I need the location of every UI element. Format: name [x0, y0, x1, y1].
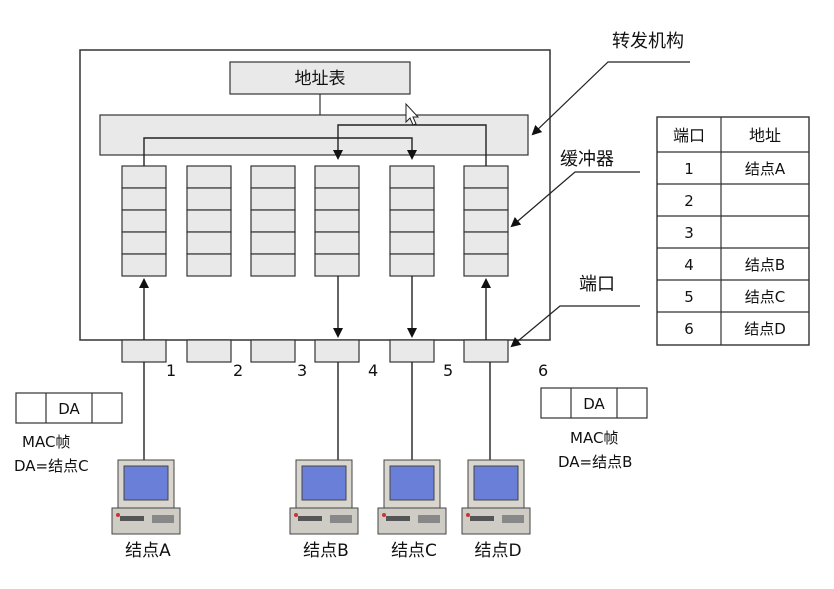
port-6 — [463, 339, 509, 363]
buffer-label: 缓冲器 — [560, 149, 614, 170]
port-leader — [510, 305, 640, 348]
forwarding-paths — [143, 124, 487, 166]
forwarding-mechanism-box — [99, 114, 529, 156]
frame-da-field: DA — [58, 400, 80, 418]
frame-type-label: MAC帧 — [22, 433, 70, 451]
port-label: 端口 — [579, 274, 615, 295]
port-number: 1 — [166, 361, 176, 380]
port-numbers: 1 2 3 4 5 6 — [166, 361, 548, 380]
port-number: 5 — [443, 361, 453, 380]
buffer-6 — [463, 165, 509, 277]
address-table-box — [229, 61, 411, 95]
table-cell-address: 结点A — [745, 160, 786, 178]
buffer-5 — [389, 165, 435, 277]
buffer-2 — [186, 165, 232, 277]
table-cell-port: 5 — [684, 288, 694, 306]
port-number: 4 — [368, 361, 378, 380]
node-label: 结点C — [391, 541, 437, 561]
frame-destination-label: DA=结点B — [558, 453, 632, 471]
table-cell-port: 4 — [684, 256, 694, 274]
forwarding-label: 转发机构 — [612, 31, 684, 52]
buffer-4 — [314, 165, 360, 277]
table-header-address: 地址 — [749, 126, 781, 145]
data-flow-arrows — [139, 276, 491, 462]
buffer-1 — [121, 165, 167, 277]
node-label: 结点D — [474, 541, 521, 561]
node-label: 结点A — [125, 541, 171, 561]
frame-da-field: DA — [583, 395, 605, 413]
port-4 — [314, 339, 360, 363]
frame-type-label: MAC帧 — [570, 429, 618, 447]
ports — [121, 339, 509, 363]
port-address-table: 端口 地址 1 结点A 2 3 4 结点B 5 结点C 6 结点D — [656, 116, 810, 346]
path-port1-to-port5 — [143, 137, 417, 166]
table-cell-address: 结点D — [744, 320, 786, 338]
table-cell-port: 6 — [684, 320, 694, 338]
table-cell-port: 1 — [684, 160, 694, 178]
table-cell-address: 结点B — [745, 256, 785, 274]
node-label: 结点B — [303, 541, 349, 561]
port-number: 6 — [538, 361, 548, 380]
computer-node-d-icon — [461, 459, 531, 535]
computer-node-c-icon — [377, 459, 447, 535]
computer-node-b-icon — [289, 459, 359, 535]
mac-frame-right: DA MAC帧 DA=结点B — [540, 387, 648, 471]
table-cell-port: 3 — [684, 224, 694, 242]
path-port6-to-port4 — [333, 124, 487, 166]
buffer-3 — [250, 165, 296, 277]
buffers — [121, 165, 509, 277]
port-number: 2 — [233, 361, 243, 380]
forwarding-leader — [531, 61, 690, 136]
mac-frame-left: DA MAC帧 DA=结点C — [14, 392, 123, 475]
port-2 — [186, 339, 232, 363]
table-cell-port: 2 — [684, 192, 694, 210]
frame-destination-label: DA=结点C — [14, 457, 89, 475]
table-cell-address: 结点C — [745, 288, 785, 306]
port-1 — [121, 339, 167, 363]
computer-node-a-icon — [111, 459, 181, 535]
port-5 — [389, 339, 435, 363]
port-number: 3 — [297, 361, 307, 380]
port-3 — [250, 339, 296, 363]
address-table-label: 地址表 — [295, 69, 346, 89]
buffer-leader — [510, 171, 640, 228]
table-header-port: 端口 — [673, 126, 705, 145]
